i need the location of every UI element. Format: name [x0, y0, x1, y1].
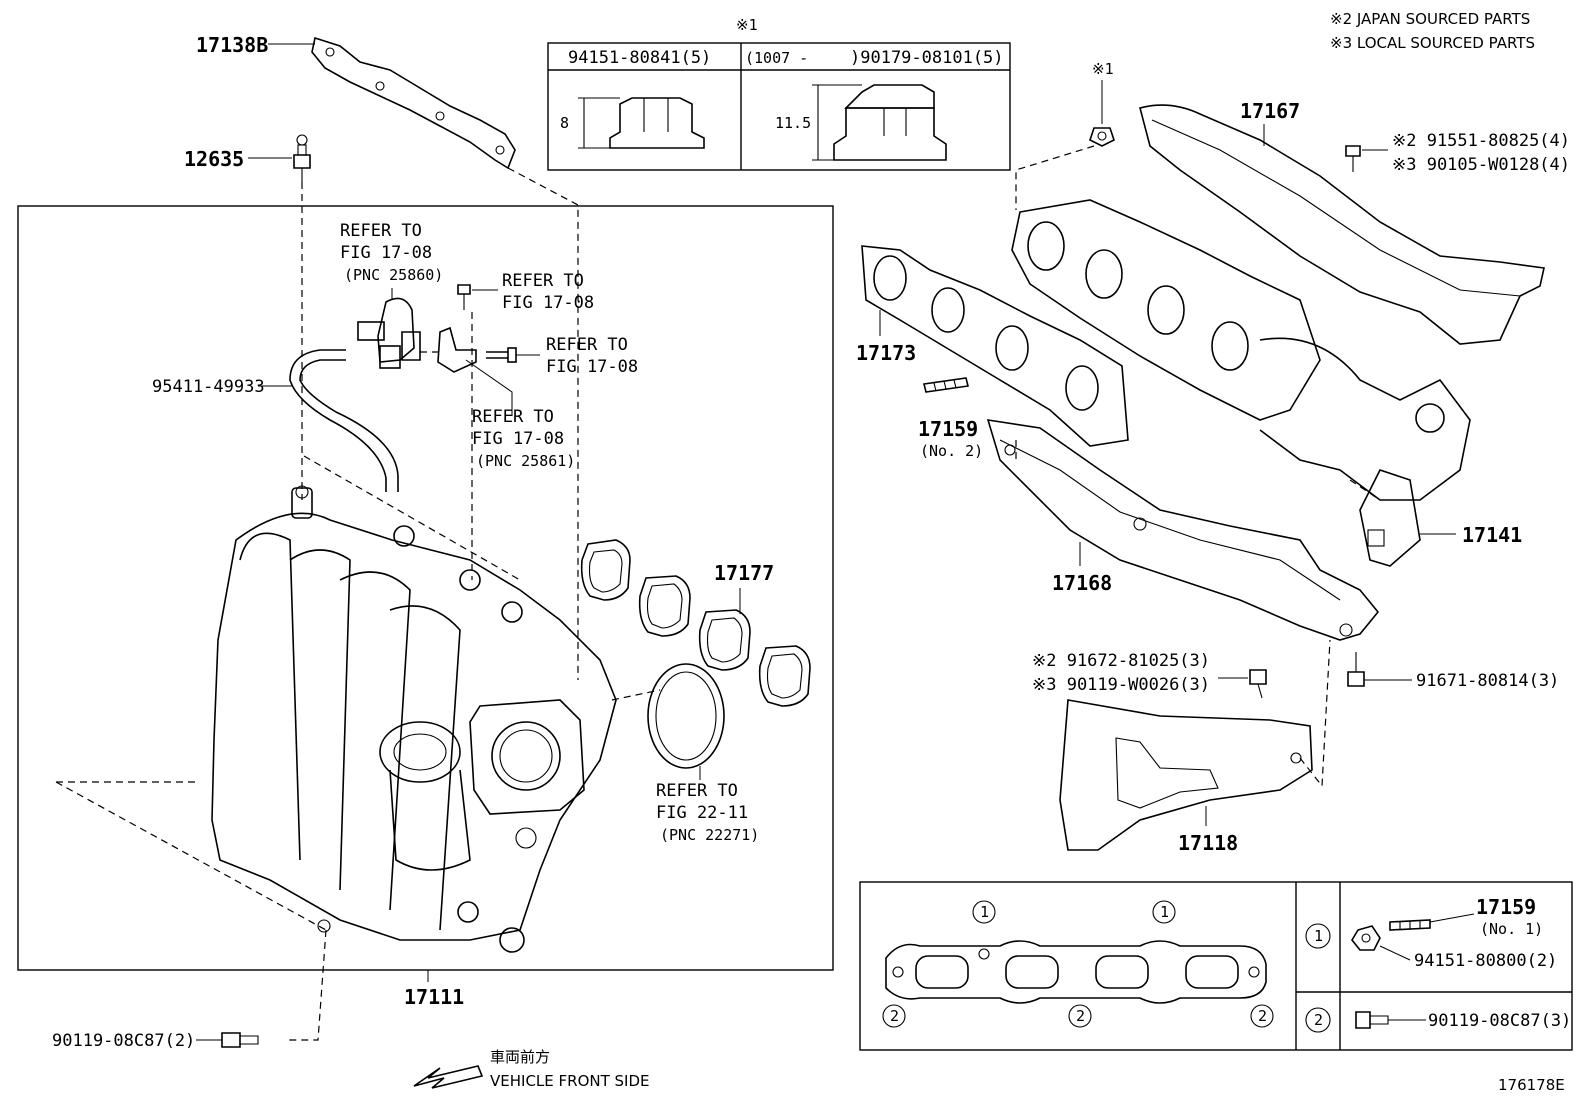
stud-12635: 12635 [184, 134, 311, 182]
bolt-c-label: ※2 91672-81025(3) [1032, 651, 1210, 671]
label-12635: 12635 [184, 147, 244, 171]
refer1-line3: (PNC 25860) [344, 266, 443, 284]
label-91671: 91671-80814(3) [1416, 671, 1559, 691]
bolt-b-label: ※3 90105-W0128(4) [1392, 155, 1570, 175]
intake-manifold-17111 [211, 485, 617, 953]
detail-label-17159-no1: (No. 1) [1480, 920, 1543, 938]
circle-2-a: 2 [890, 1007, 899, 1025]
note-local-sourced: ※3 LOCAL SOURCED PARTS [1330, 34, 1535, 52]
detail-label-90119: 90119-08C87(3) [1428, 1011, 1571, 1031]
intake-manifold-box [17, 205, 834, 971]
note-japan-sourced: ※2 JAPAN SOURCED PARTS [1330, 10, 1530, 28]
nut-col1-dim: 8 [560, 114, 569, 132]
label-90119-left: 90119-08C87(2) [52, 1031, 195, 1051]
diagram-id: 176178E [1498, 1076, 1565, 1094]
label-17167: 17167 [1240, 99, 1300, 123]
front-jp: 車両前方 [490, 1048, 550, 1066]
nut-col2-header-right: )90179-08101(5) [850, 48, 1004, 68]
refer3-line1: REFER TO [546, 335, 628, 355]
label-17173: 17173 [856, 341, 916, 365]
refer1-line1: REFER TO [340, 221, 422, 241]
nut-col1-header: 94151-80841(5) [568, 48, 711, 68]
refer3-line2: FIG 17-08 [546, 357, 638, 377]
bolt-91551: ※2 91551-80825(4) ※3 90105-W0128(4) [1345, 131, 1570, 175]
label-17141: 17141 [1462, 523, 1522, 547]
label-17118: 17118 [1178, 831, 1238, 855]
nut-mark: ※1 [1092, 60, 1114, 78]
bolt-a-label: ※2 91551-80825(4) [1392, 131, 1570, 151]
nut-table-mark: ※1 [736, 16, 758, 34]
gasket-detail-box: 1 1 2 2 2 1 2 17159 (No. 1) 94151-80800(… [859, 881, 1573, 1051]
front-en: VEHICLE FRONT SIDE [490, 1072, 650, 1090]
label-17168: 17168 [1052, 571, 1112, 595]
refer4-line1: REFER TO [472, 407, 554, 427]
nut-table: ※1 94151-80841(5) (1007 - )90179-08101(5… [547, 16, 1011, 171]
label-17159-no2: 17159 [918, 417, 978, 441]
refer4-line3: (PNC 25861) [476, 452, 575, 470]
label-17177: 17177 [714, 561, 774, 585]
refer2-line2: FIG 17-08 [502, 293, 594, 313]
heat-insulator-17167: 17167 [1139, 99, 1545, 345]
exhaust-manifold: 17141 [1011, 199, 1522, 567]
circle-1-b: 1 [1160, 903, 1169, 921]
circle-2-key: 2 [1314, 1011, 1323, 1029]
nut-col2-header-left: (1007 - [745, 49, 808, 67]
refer5-line1: REFER TO [656, 781, 738, 801]
gasket-17173: 17173 [856, 245, 1129, 447]
refer5-line3: (PNC 22271) [660, 826, 759, 844]
circle-2-b: 2 [1076, 1007, 1085, 1025]
label-17111: 17111 [404, 985, 464, 1009]
circle-2-c: 2 [1258, 1007, 1267, 1025]
bracket-17118: 17118 [1059, 699, 1313, 855]
stud-17159-no2: 17159 (No. 2) [918, 377, 983, 460]
detail-label-94151: 94151-80800(2) [1414, 951, 1557, 971]
throttle-gasket: REFER TO FIG 22-11 (PNC 22271) [647, 663, 759, 844]
bolt-d-label: ※3 90119-W0026(3) [1032, 675, 1210, 695]
nut-exhaust: ※1 [1089, 60, 1115, 147]
circle-1-key: 1 [1314, 927, 1323, 945]
hose-95411: 95411-49933 [152, 349, 399, 492]
label-95411: 95411-49933 [152, 377, 265, 397]
detail-label-17159: 17159 [1476, 895, 1536, 919]
vsv-group: REFER TO FIG 17-08 (PNC 25860) REFER TO … [340, 221, 638, 470]
bolt-91671: 91671-80814(3) [1347, 652, 1559, 691]
label-17159-no2-sub: (No. 2) [920, 442, 983, 460]
refer4-line2: FIG 17-08 [472, 429, 564, 449]
bolt-91672: ※2 91672-81025(3) ※3 90119-W0026(3) [1032, 651, 1267, 699]
refer1-line2: FIG 17-08 [340, 243, 432, 263]
refer2-line1: REFER TO [502, 271, 584, 291]
label-17138b: 17138B [196, 33, 268, 57]
bolt-90119-left: 90119-08C87(2) [52, 1031, 259, 1051]
bracket-17138b: 17138B [196, 33, 516, 170]
heat-insulator-17168: 17168 [986, 419, 1380, 641]
gasket-17177: 17177 [580, 539, 811, 707]
refer5-line2: FIG 22-11 [656, 803, 748, 823]
nut-col2-dim: 11.5 [775, 114, 811, 132]
circle-1-a: 1 [980, 903, 989, 921]
vehicle-front-arrow: 車両前方 VEHICLE FRONT SIDE [413, 1048, 650, 1090]
